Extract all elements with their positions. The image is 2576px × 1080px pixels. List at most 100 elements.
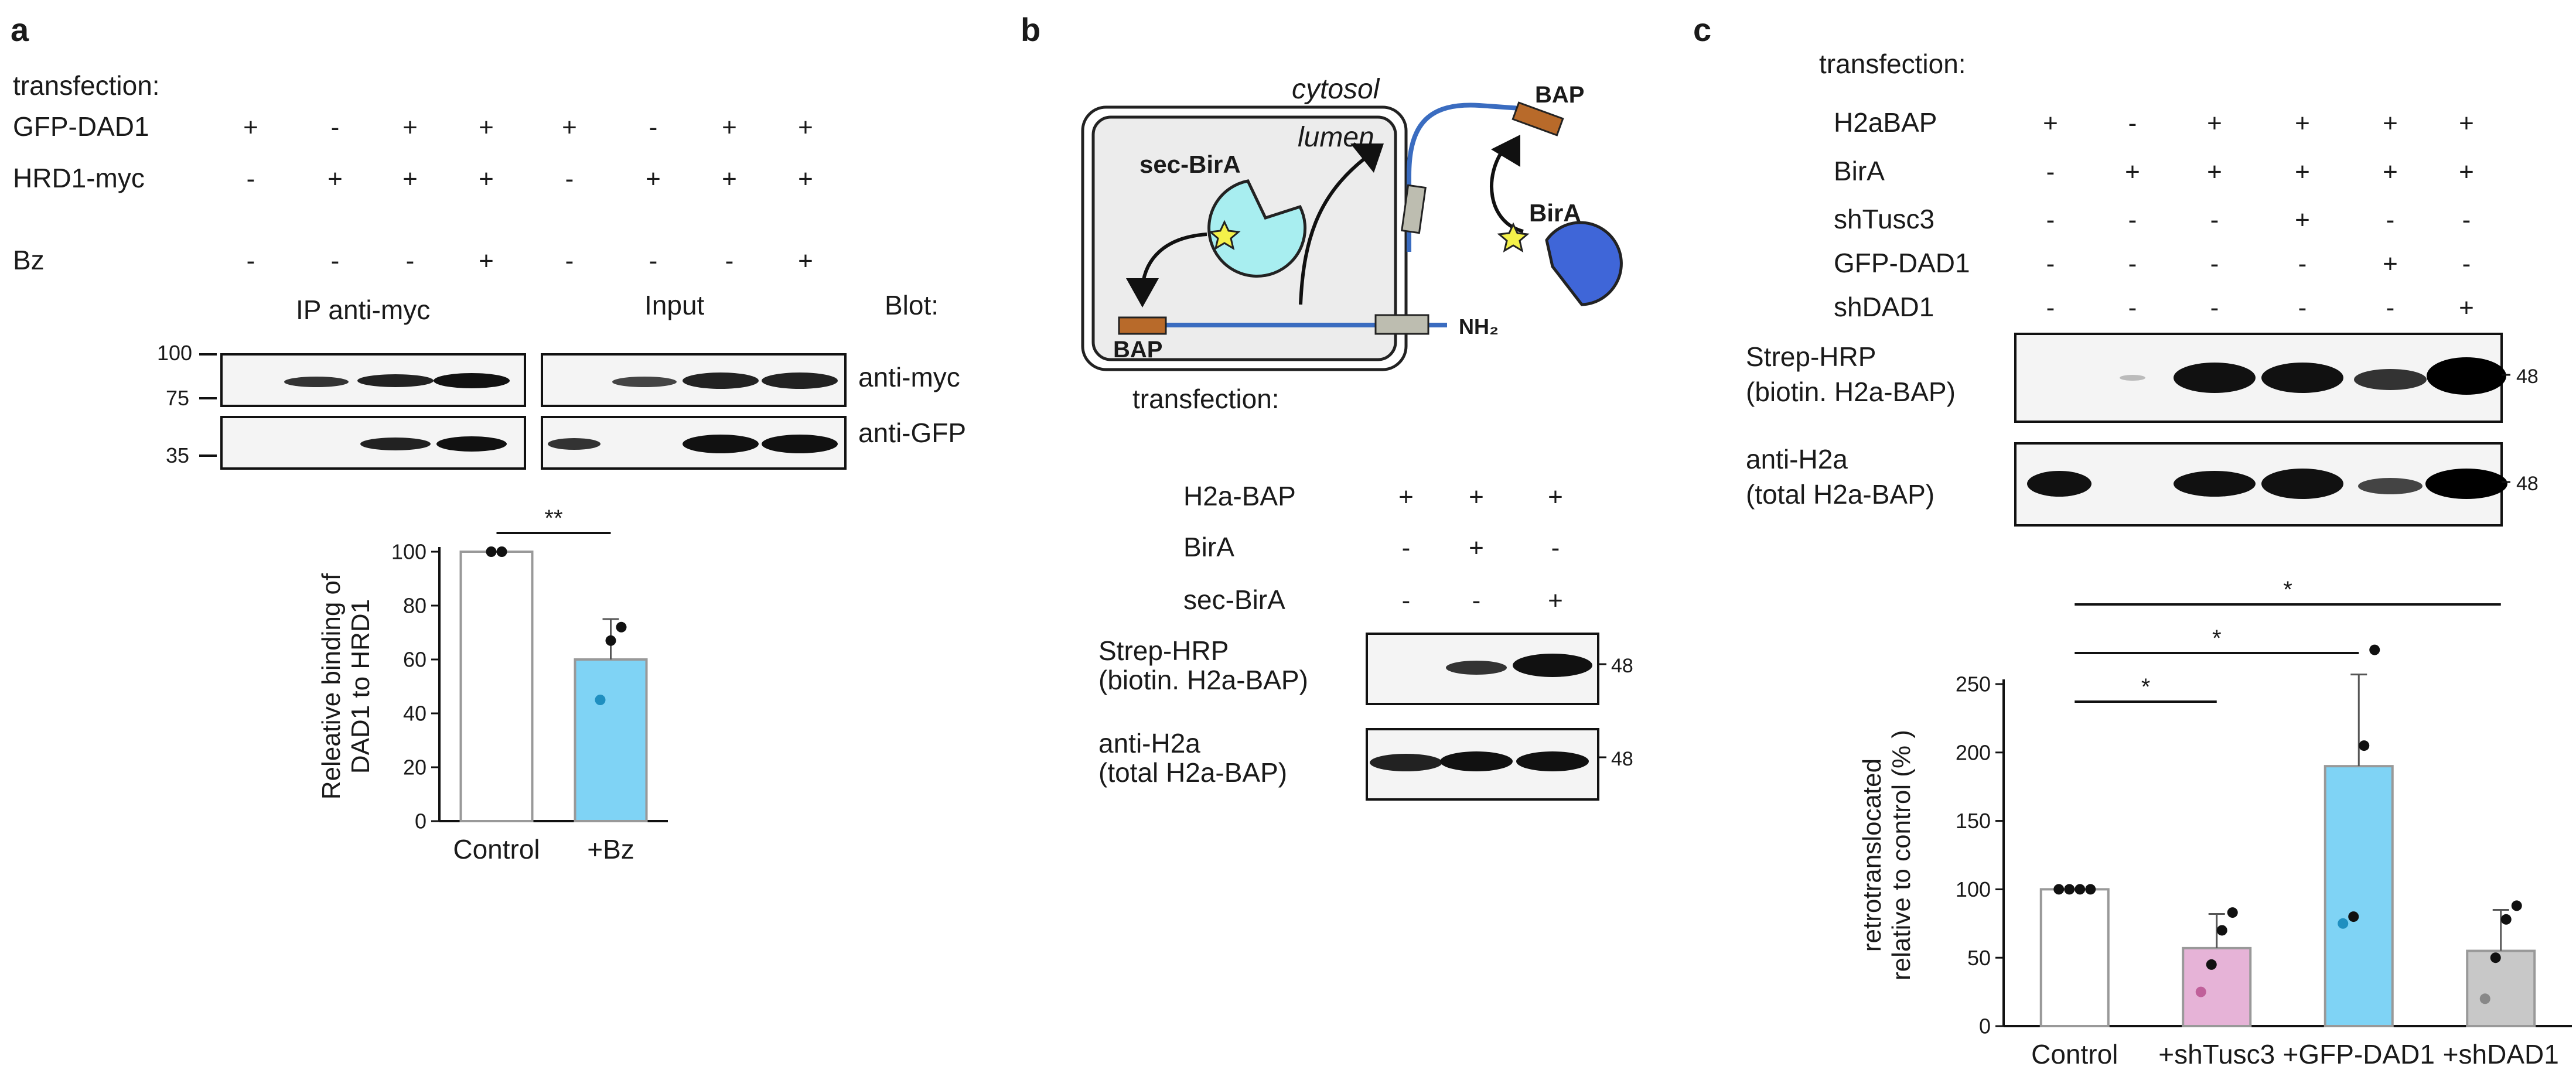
- y-tick-label: 200: [1956, 740, 1991, 764]
- transfection-sign: -: [1402, 534, 1411, 562]
- transfection-sign: -: [247, 165, 255, 193]
- transfection-row-label: GFP-DAD1: [1834, 248, 1970, 278]
- bap-tag-lumen: [1118, 316, 1167, 335]
- panel-a-mw-100: 100: [157, 341, 192, 365]
- panel-c-blot2-line2: (total H2a-BAP): [1746, 479, 1934, 510]
- data-point: [2064, 884, 2075, 895]
- panel-b-transfection-rows: H2a-BAP+++BirA-+-sec-BirA--+: [1183, 481, 1563, 615]
- band: [548, 438, 601, 450]
- x-category-label: +GFP-DAD1: [2283, 1039, 2435, 1069]
- panel-c-transfection-title: transfection:: [1819, 49, 1966, 79]
- y-tick-label: 20: [403, 756, 427, 780]
- transfection-sign: +: [2043, 109, 2058, 138]
- transfection-row-label: shDAD1: [1834, 292, 1934, 322]
- bar: [2182, 946, 2252, 1028]
- transfection-row-label: sec-BirA: [1183, 585, 1285, 615]
- panel-c-blot1-line1: Strep-HRP: [1746, 341, 1876, 372]
- panel-b-letter: b: [1021, 11, 1040, 48]
- data-point: [2085, 884, 2096, 895]
- transfection-sign: -: [2386, 206, 2395, 234]
- y-axis-label: retrotranslocated: [1858, 758, 1886, 952]
- band: [1513, 654, 1592, 677]
- bar: [2323, 765, 2394, 1028]
- transfection-sign: +: [2383, 250, 2398, 278]
- panel-c-bar-chart: 050100150200250Control+shTusc3+GFP-DAD1+…: [1858, 577, 2572, 1069]
- label-bap-top: BAP: [1535, 82, 1584, 108]
- band: [2261, 363, 2343, 393]
- panel-b-blot1-line2: (biotin. H2a-BAP): [1098, 665, 1308, 695]
- panel-a-blot-row-anti-myc: anti-myc: [858, 362, 960, 392]
- x-category-label: Control: [2031, 1039, 2118, 1069]
- transfection-sign: -: [2298, 250, 2307, 278]
- y-tick-label: 80: [403, 594, 427, 618]
- transfection-sign: +: [402, 113, 418, 142]
- transfection-sign: -: [2210, 206, 2219, 234]
- band: [434, 373, 510, 388]
- significance-label: *: [2283, 577, 2292, 603]
- x-category-label: +Bz: [587, 834, 634, 864]
- transfection-row-label: H2a-BAP: [1183, 481, 1296, 511]
- transfection-sign: +: [2207, 109, 2222, 138]
- data-point: [2348, 911, 2359, 922]
- label-sec-bira: sec-BirA: [1139, 151, 1241, 178]
- bar: [574, 658, 648, 822]
- arrowhead-icon: [1350, 143, 1384, 173]
- transfection-sign: +: [722, 113, 737, 142]
- transfection-sign: -: [649, 113, 658, 142]
- transfection-sign: +: [1548, 483, 1563, 511]
- panel-a-transfection-rows: GFP-DAD1+-+++-++HRD1-myc-+++-+++Bz---+--…: [13, 111, 813, 275]
- band: [1446, 661, 1507, 675]
- membrane-anchor: [1374, 314, 1429, 335]
- band: [2174, 363, 2256, 393]
- panel-b-diagram: cytosol lumen sec-BirA BAP NH₂ BAP BirA: [1081, 74, 1623, 371]
- transfection-sign: +: [562, 113, 577, 142]
- data-point: [2369, 644, 2380, 655]
- transfection-sign: -: [2046, 250, 2055, 278]
- panel-b: b cytosol lumen sec-BirA BAP NH₂ BAP Bir: [1021, 11, 1633, 801]
- band: [284, 377, 349, 387]
- panel-a-mw-75: 75: [166, 386, 189, 410]
- data-point: [2195, 986, 2206, 997]
- transfection-sign: +: [2383, 109, 2398, 138]
- transfection-sign: -: [649, 247, 658, 275]
- transfection-sign: -: [2046, 206, 2055, 234]
- y-tick-label: 100: [391, 540, 427, 564]
- sec-bira-enzyme-icon: [1207, 179, 1307, 278]
- bar: [2039, 888, 2110, 1028]
- band: [2358, 478, 2423, 494]
- data-point: [2359, 740, 2370, 751]
- transfection-sign: -: [1551, 534, 1560, 562]
- y-tick-label: 40: [403, 702, 427, 726]
- transfection-sign: +: [1469, 534, 1484, 562]
- transfection-sign: -: [2386, 293, 2395, 322]
- panel-a-blot-label: Blot:: [885, 290, 939, 320]
- significance-label: *: [2141, 674, 2151, 700]
- band: [360, 438, 431, 450]
- panel-a-input-label: Input: [644, 290, 705, 320]
- transfection-sign: +: [1398, 483, 1414, 511]
- panel-a-mw-35: 35: [166, 443, 189, 467]
- data-point: [595, 695, 606, 705]
- y-tick-label: 100: [1956, 877, 1991, 901]
- data-point: [2479, 993, 2490, 1004]
- transfection-sign: -: [331, 113, 340, 142]
- transfection-sign: +: [402, 165, 418, 193]
- transfection-sign: +: [798, 165, 813, 193]
- band: [2027, 471, 2091, 497]
- transfection-sign: +: [1548, 586, 1563, 615]
- data-point: [496, 546, 507, 557]
- band: [357, 374, 434, 387]
- transfection-sign: -: [2128, 293, 2137, 322]
- transfection-sign: -: [2128, 206, 2137, 234]
- significance-label: **: [544, 505, 562, 531]
- transfection-sign: +: [2207, 158, 2222, 186]
- transfection-sign: -: [725, 247, 734, 275]
- band: [2120, 375, 2145, 381]
- x-category-label: +shDAD1: [2443, 1039, 2559, 1069]
- transfection-sign: +: [722, 165, 737, 193]
- band: [2261, 469, 2343, 499]
- band: [2174, 471, 2256, 497]
- band: [762, 372, 838, 389]
